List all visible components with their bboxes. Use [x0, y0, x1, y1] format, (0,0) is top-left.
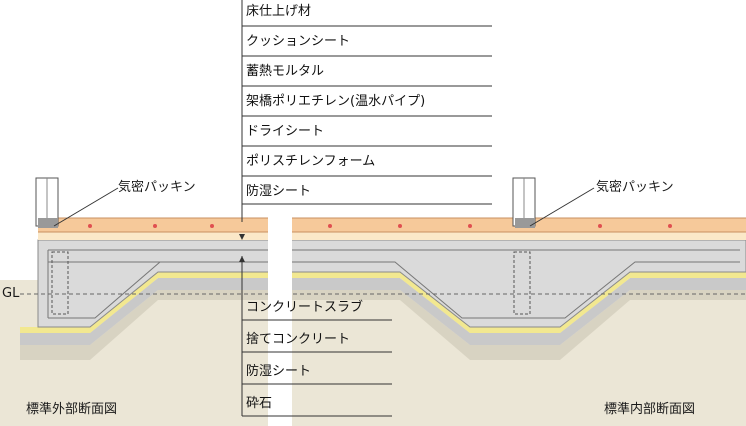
- gl-label: GL: [2, 286, 20, 301]
- moisture-sheet-lower: [20, 272, 746, 333]
- airtight-leader-left: [53, 187, 119, 227]
- layer-label-dry-sheet: ドライシート: [246, 124, 325, 139]
- layer-label-concrete-slab: コンクリートスラブ: [246, 300, 364, 315]
- arrow-down-marker: [239, 234, 245, 240]
- heating-pipes: [88, 224, 672, 228]
- layer-label-gravel: 砕石: [246, 396, 273, 411]
- footing-anchor-left: [51, 251, 69, 315]
- airtight-packing-label-right: 気密パッキン: [596, 180, 674, 195]
- section-title-exterior: 標準外部断面図: [26, 402, 118, 417]
- section-cut-band: [268, 205, 292, 426]
- layer-label-cushion-sheet: クッションシート: [246, 34, 351, 49]
- layer-label-moisture-sheet-bottom: 防湿シート: [246, 364, 312, 379]
- footing-anchor-right: [513, 251, 531, 315]
- layer-label-heat-mortar: 蓄熱モルタル: [246, 64, 325, 79]
- lean-concrete-layer: [20, 278, 746, 345]
- gravel-layer: [20, 290, 746, 360]
- layer-label-polystyrene: ポリスチレンフォーム: [246, 154, 376, 169]
- layer-label-moisture-sheet-top: 防湿シート: [246, 184, 312, 199]
- label-stack-top-lines: [241, 0, 492, 222]
- wall-right: [512, 177, 536, 228]
- layer-label-floor-finish: 床仕上げ材: [246, 4, 312, 19]
- arrow-up-marker: [239, 256, 245, 262]
- floor-finish-layers: [38, 218, 746, 232]
- layer-label-pex-pipe: 架橋ポリエチレン(温水パイプ): [246, 94, 426, 109]
- section-title-interior: 標準内部断面図: [604, 402, 696, 417]
- layer-label-lean-concrete: 捨てコンクリート: [246, 332, 351, 347]
- airtight-leader-right: [529, 187, 595, 227]
- label-stack-bottom-lines: [241, 256, 392, 417]
- polystyrene-layer: [38, 232, 746, 240]
- airtight-packing-label-left: 気密パッキン: [118, 180, 196, 195]
- wall-left: [35, 177, 59, 228]
- rebar-lines: [47, 249, 740, 319]
